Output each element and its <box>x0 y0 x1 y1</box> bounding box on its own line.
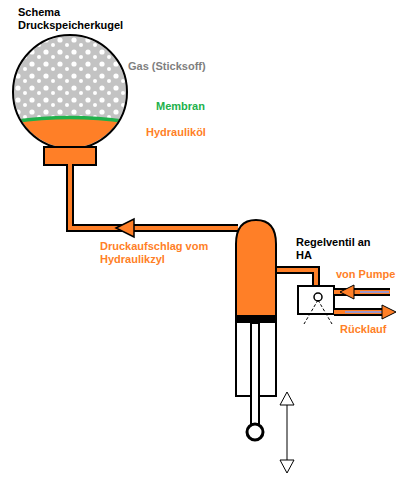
rod-eye <box>247 424 263 440</box>
membrane-label: Membran <box>156 100 205 113</box>
membrane-line <box>10 118 130 123</box>
sphere-neck <box>44 147 96 165</box>
pipe-outline <box>70 165 238 228</box>
accumulator-sphere <box>10 30 130 159</box>
piston <box>237 315 275 323</box>
pressure-label: Druckaufschlag vom Hydraulikzyl <box>100 240 224 266</box>
pump-line <box>334 285 390 299</box>
gas-label: Gas (Sticksoff) <box>128 60 206 73</box>
piston-rod <box>251 323 259 424</box>
control-valve <box>298 286 334 324</box>
valve-label: Regelventil an HA <box>296 236 386 262</box>
return-line <box>334 305 396 319</box>
pump-label: von Pumpe <box>336 268 395 281</box>
oil-label: Hydrauliköl <box>146 126 206 139</box>
flow-arrow <box>116 219 134 237</box>
return-label: Rücklauf <box>340 323 386 336</box>
motion-arrow <box>280 392 294 473</box>
diagram-title: Schema Druckspeicherkugel <box>18 6 140 32</box>
pipe-oil <box>70 164 238 228</box>
cylinder-head <box>236 220 276 320</box>
